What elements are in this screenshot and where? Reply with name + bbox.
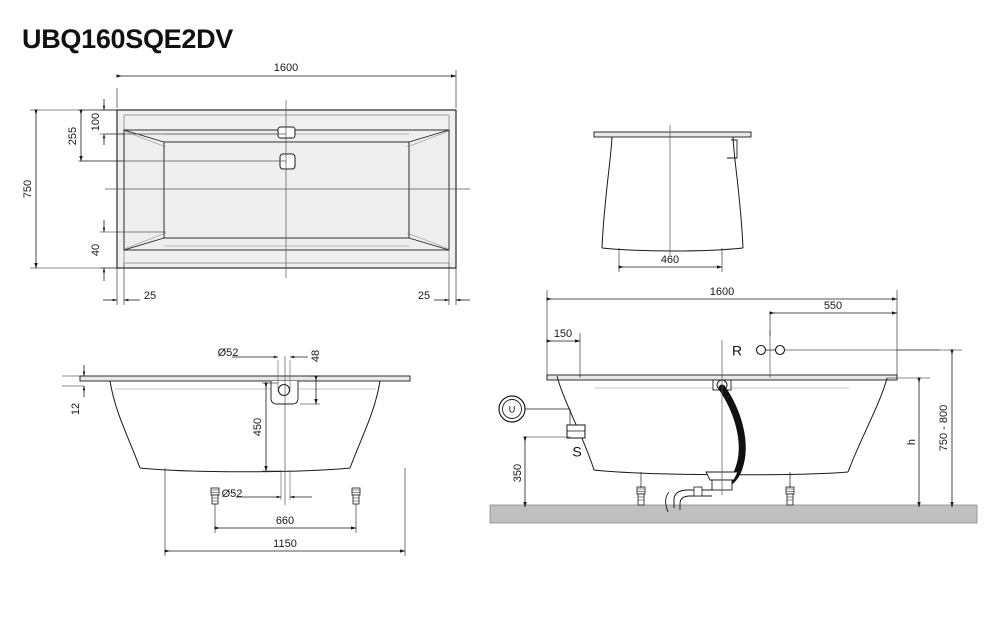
dim-front-rim-thickness: 12 (70, 403, 82, 415)
side-trap-pipe-inner (679, 495, 712, 510)
dim-plan-rim-left: 25 (144, 290, 156, 302)
side-trap-connector (693, 486, 703, 497)
dim-plan-width: 750 (22, 180, 34, 198)
trap-symbol-label: S (572, 444, 581, 460)
dim-front-waste-dia: Ø52 (222, 488, 243, 500)
dim-front-foot-span: 1150 (273, 538, 297, 550)
endview-overflow-step (727, 139, 738, 159)
dim-side-length: 1600 (710, 286, 734, 298)
dim-plan-rim-bottom-offset: 40 (90, 244, 102, 256)
side-foot-left (636, 486, 646, 506)
dim-plan-inner-offset: 255 (67, 127, 79, 145)
dim-plan-length: 1600 (274, 62, 298, 74)
front-base (139, 467, 351, 473)
front-elevation-view: 12 Ø52 48 450 Ø52 660 (62, 347, 411, 556)
waste-symbol-label: R (732, 343, 742, 359)
dim-side-trap-height: 350 (512, 464, 524, 482)
plan-bevel2-br (406, 232, 450, 250)
side-trap-outlet (665, 491, 670, 513)
dim-endview-base-width: 460 (661, 254, 679, 266)
plan-waste-outlet (279, 153, 296, 170)
side-overflow-hose (717, 384, 746, 490)
endview-rim (593, 131, 752, 138)
front-wall-left (109, 380, 141, 469)
top-plan-view: 1600 750 255 100 40 (22, 62, 470, 305)
dim-plan-overflow-offset: 100 (90, 113, 102, 131)
front-foot-right (351, 487, 361, 505)
side-floor (489, 504, 978, 524)
plan-bevel2-bl (123, 232, 167, 250)
dim-side-overflow-offset: 150 (554, 328, 572, 340)
trap-symbol-box (566, 424, 586, 439)
end-section-view: 460 (593, 125, 752, 272)
dim-front-overflow-height: 48 (310, 350, 322, 362)
dim-plan-rim-right: 25 (418, 290, 430, 302)
dim-front-feet-spacing: 660 (276, 515, 294, 527)
endview-base (601, 247, 744, 252)
plan-bevel-bl (123, 237, 165, 251)
plan-bevel2-tr (406, 130, 450, 148)
side-trap-pipe (673, 489, 712, 508)
waste-symbol-circle-left (755, 344, 767, 356)
dim-front-waste-depth: 450 (252, 418, 264, 436)
plan-bevel-tr (408, 129, 450, 143)
waste-symbol-circle-right (774, 344, 786, 356)
front-foot-left (210, 487, 220, 505)
side-section-view: U S R 1600 550 (489, 286, 978, 524)
side-wall-right (847, 377, 888, 473)
front-overflow-hole (278, 384, 290, 396)
plan-bevel-tl (123, 129, 165, 143)
page-title: UBQ160SQE2DV (22, 24, 233, 54)
endview-wall-left (601, 136, 613, 249)
plan-bevel-br (408, 237, 450, 251)
plan-overflow-outlet (277, 126, 296, 139)
dim-side-install-height: 750 - 800 (938, 405, 950, 451)
front-wall-right (349, 380, 381, 469)
overflow-symbol-label: U (509, 404, 516, 414)
side-wall-left (556, 375, 595, 471)
endview-wall-right (732, 136, 744, 249)
dim-side-tap-offset: 550 (824, 300, 842, 312)
side-foot-right (785, 486, 795, 506)
front-rim (79, 375, 411, 382)
dim-front-overflow-dia: Ø52 (218, 347, 239, 359)
overflow-symbol-inner-circle (502, 399, 522, 419)
dim-side-leg-height: h (906, 439, 918, 445)
